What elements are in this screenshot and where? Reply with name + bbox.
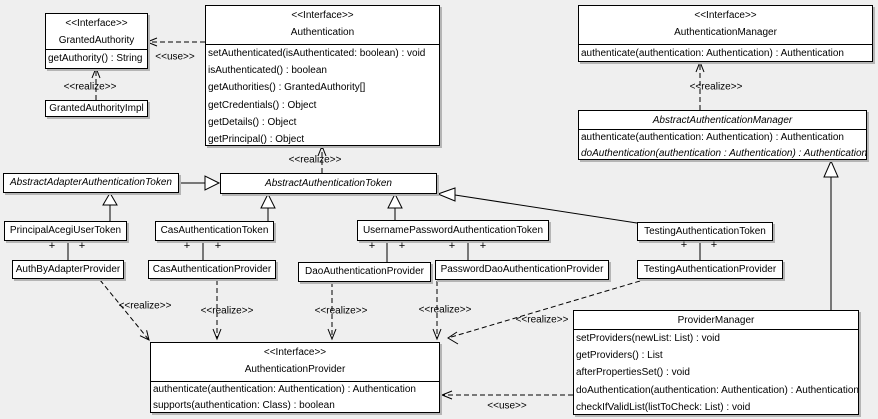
realize-label: <<realize>>: [689, 81, 743, 93]
realize-edge-authbyadapterprovider: [99, 279, 150, 341]
class-password-dao-authentication-provider[interactable]: PasswordDaoAuthenticationProvider: [435, 260, 609, 280]
method: getAuthority() : String: [48, 53, 143, 64]
triangle-arrowhead: [387, 192, 403, 209]
multiplicity-label: +: [78, 240, 86, 252]
class-provider-manager[interactable]: ProviderManager setProviders(newList: Li…: [573, 310, 859, 415]
arrowhead: [212, 328, 222, 341]
realize-edge-testingauthenticationprovider: [447, 280, 641, 339]
class-principal-acegi-user-token[interactable]: PrincipalAcegiUserToken: [4, 221, 127, 241]
method: checkIfValidList(listToCheck: List) : vo…: [576, 401, 751, 413]
method: setProviders(newList: List) : void: [576, 333, 720, 344]
realize-label: <<realize>>: [515, 314, 569, 326]
arrowhead: [432, 328, 442, 341]
realize-label: <<realize>>: [288, 154, 342, 166]
class-abstract-adapter-authentication-token[interactable]: AbstractAdapterAuthenticationToken: [3, 173, 179, 193]
arrowhead: [440, 390, 453, 400]
triangle-arrowhead: [260, 192, 276, 209]
multiplicity-label: +: [479, 240, 487, 252]
stereotype: <<Interface>>: [291, 10, 354, 21]
method: doAuthentication(authentication : Authen…: [581, 148, 868, 159]
class-username-password-authentication-token[interactable]: UsernamePasswordAuthenticationToken: [357, 220, 549, 241]
class-cas-authentication-provider[interactable]: CasAuthenticationProvider: [148, 260, 276, 279]
method: authenticate(authentication: Authenticat…: [581, 132, 844, 143]
realize-label: <<realize>>: [118, 300, 172, 312]
realize-label: <<realize>>: [314, 305, 368, 317]
class-abstract-authentication-manager[interactable]: AbstractAuthenticationManager authentica…: [578, 110, 867, 160]
multiplicity-label: +: [214, 240, 222, 252]
method: authenticate(authentication: Authenticat…: [153, 384, 416, 395]
method: doAuthentication(authentication: Authent…: [576, 384, 859, 396]
class-name: AuthenticationProvider: [244, 364, 346, 375]
stereotype: <<Interface>>: [694, 10, 757, 21]
realize-label: <<realize>>: [63, 81, 117, 93]
method: isAuthenticated() : boolean: [208, 65, 327, 77]
method: supports(authentication: Class) : boolea…: [153, 400, 335, 411]
class-auth-by-adapter-provider[interactable]: AuthByAdapterProvider: [12, 260, 124, 279]
use-label: <<use>>: [487, 400, 527, 412]
method: getDetails() : Object: [208, 116, 297, 128]
class-granted-authority[interactable]: <<Interface>> GrantedAuthority getAuthor…: [45, 13, 148, 69]
class-abstract-authentication-token[interactable]: AbstractAuthenticationToken: [220, 173, 437, 194]
use-label: <<use>>: [155, 51, 195, 63]
class-granted-authority-impl[interactable]: GrantedAuthorityImpl: [45, 100, 148, 117]
method: getPrincipal() : Object: [208, 134, 305, 146]
generalization-testingauthenticationtoken: [454, 194, 638, 224]
triangle-arrowhead: [102, 192, 118, 206]
arrowhead: [317, 144, 327, 157]
triangle-arrowhead: [436, 187, 456, 202]
method: getCredentials() : Object: [208, 99, 317, 111]
multiplicity-label: +: [448, 240, 456, 252]
class-name: ProviderManager: [677, 315, 755, 326]
class-name: AbstractAuthenticationManager: [652, 115, 793, 126]
class-name: AuthenticationManager: [674, 27, 777, 38]
triangle-arrowhead: [204, 175, 221, 191]
class-name: GrantedAuthority: [58, 35, 135, 46]
method: afterPropertiesSet() : void: [576, 367, 690, 379]
multiplicity-label: +: [710, 239, 718, 251]
method: getProviders() : List: [576, 350, 663, 362]
stereotype: <<Interface>>: [263, 347, 327, 358]
method: setAuthenticated(isAuthenticated: boolea…: [208, 48, 426, 59]
multiplicity-label: +: [183, 240, 191, 252]
realize-label: <<realize>>: [200, 305, 254, 317]
arrowhead: [447, 331, 459, 345]
class-name: Authentication: [290, 27, 355, 38]
multiplicity-label: +: [398, 240, 406, 252]
class-testing-authentication-provider[interactable]: TestingAuthenticationProvider: [637, 260, 783, 279]
arrowhead: [695, 60, 705, 73]
class-authentication-manager[interactable]: <<Interface>> AuthenticationManager auth…: [578, 5, 873, 62]
arrowhead: [327, 328, 337, 341]
class-dao-authentication-provider[interactable]: DaoAuthenticationProvider: [298, 262, 431, 282]
arrowhead: [139, 330, 150, 341]
realize-label: <<realize>>: [418, 304, 472, 316]
triangle-arrowhead: [823, 159, 839, 178]
method: authenticate(authentication: Authenticat…: [581, 48, 844, 59]
multiplicity-label: +: [368, 240, 376, 252]
method: getAuthorities() : GrantedAuthority[]: [208, 82, 366, 94]
multiplicity-label: +: [48, 240, 56, 252]
stereotype: <<Interface>>: [65, 18, 128, 29]
class-testing-authentication-token[interactable]: TestingAuthenticationToken: [637, 222, 773, 241]
class-authentication[interactable]: <<Interface>> Authentication setAuthenti…: [205, 5, 440, 146]
multiplicity-label: +: [680, 239, 688, 251]
class-authentication-provider[interactable]: <<Interface>> AuthenticationProvider aut…: [150, 342, 440, 413]
class-cas-authentication-token[interactable]: CasAuthenticationToken: [155, 221, 274, 241]
